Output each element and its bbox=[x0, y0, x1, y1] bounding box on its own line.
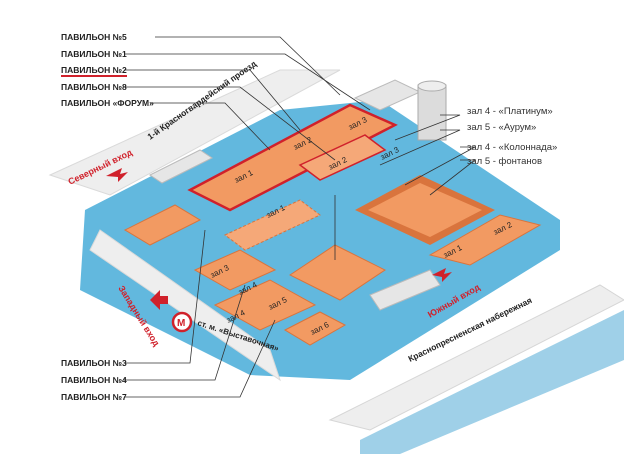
pavilion-5-east[interactable] bbox=[428, 214, 542, 266]
label-pavilion-8: ПАВИЛЬОН №8 bbox=[61, 82, 127, 92]
grey-building-south bbox=[369, 269, 441, 311]
label-pavilion-5: ПАВИЛЬОН №5 bbox=[61, 32, 127, 42]
west-entrance-arrow bbox=[150, 290, 168, 310]
south-entrance-arrow bbox=[432, 268, 452, 282]
leader-lines bbox=[124, 36, 477, 398]
tower-building bbox=[417, 84, 447, 141]
pavilion-2[interactable] bbox=[187, 103, 398, 212]
pavilion-6[interactable] bbox=[283, 311, 347, 346]
pavilion-8[interactable] bbox=[298, 134, 387, 181]
label-pavilion-1: ПАВИЛЬОН №1 bbox=[61, 49, 127, 59]
pavilion-4[interactable] bbox=[193, 249, 277, 291]
label-pavilion-4: ПАВИЛЬОН №4 bbox=[61, 375, 127, 385]
tower-roof bbox=[417, 80, 447, 92]
label-hall-fountains: зал 5 - фонтанов bbox=[467, 156, 542, 167]
pavilion-3[interactable] bbox=[289, 244, 386, 301]
label-hall-colonnade: зал 4 - «Колоннада» bbox=[467, 142, 558, 153]
west-road bbox=[89, 229, 281, 382]
label-pavilion-7: ПАВИЛЬОН №7 bbox=[61, 392, 127, 402]
north-entrance-arrow bbox=[106, 168, 128, 182]
river bbox=[360, 310, 624, 454]
pavilion-7[interactable] bbox=[213, 279, 317, 331]
metro-icon bbox=[171, 311, 193, 333]
metro-letter: М bbox=[177, 318, 185, 329]
pavilion-1-roof bbox=[368, 183, 482, 237]
label-pavilion-3: ПАВИЛЬОН №3 bbox=[61, 358, 127, 368]
pavilion-forum[interactable] bbox=[224, 199, 321, 251]
label-hall-platinum: зал 4 - «Платинум» bbox=[467, 106, 553, 117]
grey-building-north bbox=[149, 149, 213, 184]
pavilion-west[interactable] bbox=[123, 204, 202, 246]
embankment-road bbox=[328, 284, 624, 431]
label-pavilion-forum: ПАВИЛЬОН «ФОРУМ» bbox=[61, 98, 154, 108]
label-hall-aurum: зал 5 - «Аурум» bbox=[467, 122, 537, 133]
label-pavilion-2: ПАВИЛЬОН №2 bbox=[61, 65, 127, 77]
north-road bbox=[48, 69, 341, 196]
